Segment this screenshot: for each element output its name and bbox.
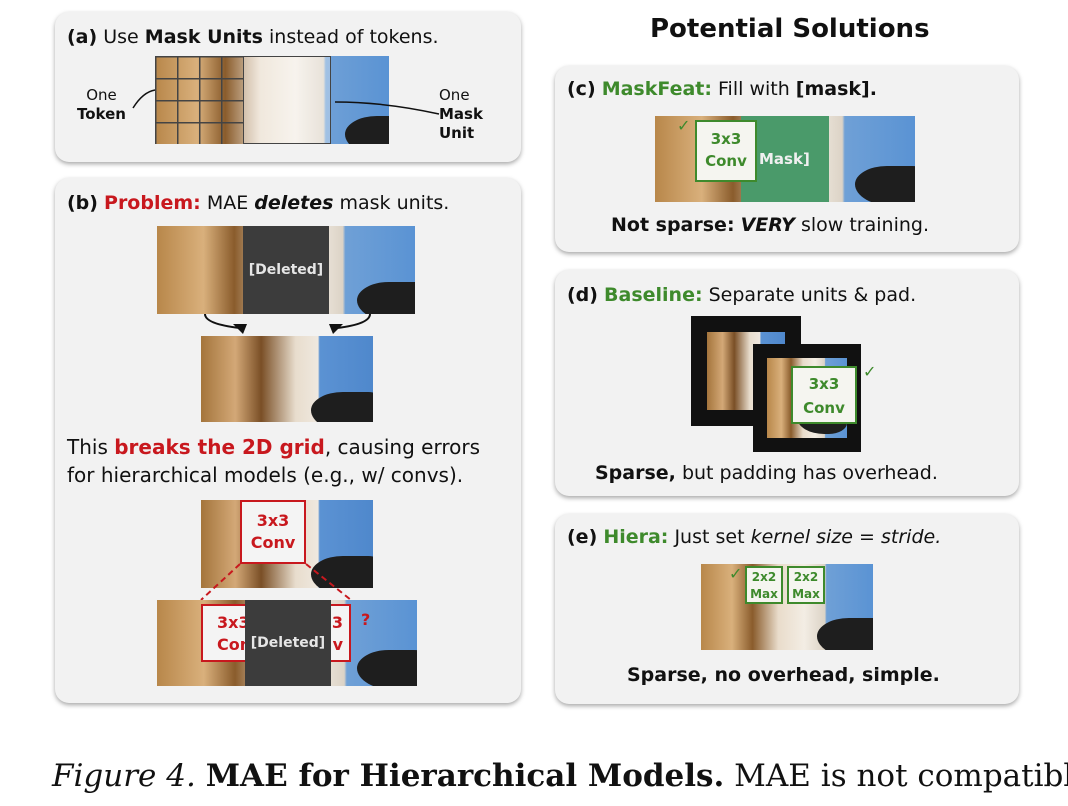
- panel-d-label: (d): [567, 284, 598, 306]
- panel-c: (c) MaskFeat: Fill with [mask]. Mask] 3x…: [555, 66, 1019, 252]
- hiera-label: Hiera:: [603, 526, 669, 548]
- panel-b-top-image: [Deleted]: [157, 226, 415, 314]
- panel-c-text-pre: Fill with: [718, 78, 790, 100]
- very-text: VERY: [740, 214, 795, 236]
- partial-left-2: Con: [217, 635, 252, 654]
- one-label: One: [86, 86, 117, 104]
- token-label: Token: [77, 105, 126, 123]
- partial-right-2: v: [332, 635, 343, 654]
- stride-text: stride.: [881, 526, 942, 548]
- body-line-1: This breaks the 2D grid, causing errors: [67, 433, 480, 461]
- dog-nose: [311, 556, 373, 588]
- panel-a-bold: Mask Units: [144, 26, 263, 48]
- pool-1a: 2x2: [751, 570, 777, 584]
- panel-e-title: (e) Hiera: Just set kernel size = stride…: [567, 526, 941, 548]
- merge-arrows: [204, 313, 371, 334]
- baseline-label: Baseline:: [604, 284, 703, 306]
- conv-label-1: 3x3: [256, 511, 290, 530]
- pool-2b: Max: [792, 587, 820, 601]
- question-mark: ?: [361, 610, 371, 629]
- panel-a-label: (a): [67, 26, 98, 48]
- panel-d: (d) Baseline: Separate units & pad. 3x3 …: [555, 270, 1019, 496]
- problem-label: Problem:: [104, 192, 201, 214]
- potential-solutions-heading: Potential Solutions: [650, 14, 930, 44]
- panel-b-title: (b) Problem: MAE deletes mask units.: [67, 192, 449, 214]
- panel-c-label: (c): [567, 78, 596, 100]
- one-token-label: One Token: [77, 86, 126, 124]
- body-line-2: for hierarchical models (e.g., w/ convs)…: [67, 463, 464, 487]
- breaks-grid-text: breaks the 2D grid: [114, 435, 325, 459]
- figure-caption: Figure 4. MAE for Hierarchical Models. M…: [52, 758, 1068, 794]
- partial-right-1: 3: [331, 613, 343, 632]
- pool-2a: 2x2: [793, 570, 819, 584]
- panel-a-image: [155, 56, 389, 144]
- body-pre: This: [67, 435, 108, 459]
- conv-c-1: 3x3: [710, 130, 742, 148]
- dog-nose: [855, 166, 915, 202]
- mask-label: Mask: [439, 105, 483, 123]
- one-mask-unit-label: One Mask Unit: [439, 86, 483, 143]
- dog-nose: [311, 392, 373, 422]
- token-grid: [155, 56, 243, 144]
- conv-projection-lines: [200, 563, 352, 601]
- conv-box-d: 3x3 Conv: [791, 366, 857, 424]
- caption-rest: MAE is not compatible: [734, 758, 1068, 794]
- panel-d-bottom: Sparse, but padding has overhead.: [595, 462, 938, 484]
- one-label-right: One: [439, 86, 470, 104]
- slow-training-text: slow training.: [800, 214, 929, 236]
- body-line1-post: , causing errors: [324, 435, 480, 459]
- panel-b-merged-image: [201, 336, 373, 422]
- panel-e-bottom: Sparse, no overhead, simple.: [627, 664, 940, 686]
- panel-c-bottom: Not sparse: VERY slow training.: [611, 214, 929, 236]
- check-icon: ✓: [863, 362, 877, 381]
- panel-d-text-post: Separate units & pad.: [708, 284, 917, 306]
- panel-b-body-text: This breaks the 2D grid, causing errors …: [67, 433, 480, 489]
- check-icon: ✓: [729, 564, 743, 583]
- kernel-size-text: kernel size: [750, 526, 853, 548]
- panel-a-text-pre: Use: [103, 26, 139, 48]
- panel-b-label: (b): [67, 192, 98, 214]
- conv-box-c: 3x3 Conv: [695, 120, 757, 182]
- panel-b-text-pre: MAE: [206, 192, 249, 214]
- deleted-block-bottom: [Deleted]: [245, 600, 331, 686]
- panel-d-title: (d) Baseline: Separate units & pad.: [567, 284, 916, 306]
- not-sparse-text: Not sparse:: [611, 214, 735, 236]
- dog-nose: [817, 618, 873, 650]
- panel-e-text-pre: Just set: [674, 526, 745, 548]
- conv-label-2: Conv: [250, 533, 296, 552]
- unit-label: Unit: [439, 124, 475, 142]
- deletes-word: deletes: [254, 192, 334, 214]
- dog-nose: [357, 282, 415, 314]
- partial-left-1: 3x3: [217, 613, 250, 632]
- panel-e: (e) Hiera: Just set kernel size = stride…: [555, 514, 1019, 704]
- maxpool-box-1: 2x2 Max: [745, 566, 783, 604]
- conv-c-2: Conv: [705, 152, 747, 170]
- maskfeat-label: MaskFeat:: [601, 78, 712, 100]
- deleted-block: [Deleted]: [243, 226, 329, 314]
- mask-unit-box: [243, 56, 331, 144]
- caption-bold: MAE for Hierarchical Models.: [205, 758, 725, 794]
- panel-b: (b) Problem: MAE deletes mask units. [De…: [55, 178, 521, 703]
- conv-d-1: 3x3: [808, 375, 840, 393]
- padding-overhead-text: but padding has overhead.: [681, 462, 938, 484]
- dog-nose: [357, 650, 417, 686]
- check-icon: ✓: [677, 116, 691, 135]
- panel-b-text-post: mask units.: [339, 192, 450, 214]
- conv-d-2: Conv: [803, 399, 845, 417]
- pool-1b: Max: [750, 587, 778, 601]
- panel-a-text-post: instead of tokens.: [269, 26, 439, 48]
- equals-sign: =: [859, 526, 875, 548]
- panel-c-title: (c) MaskFeat: Fill with [mask].: [567, 78, 877, 100]
- panel-a: (a) Use Mask Units instead of tokens. On…: [55, 12, 521, 162]
- conv-box: 3x3 Conv: [240, 500, 306, 564]
- maxpool-box-2: 2x2 Max: [787, 566, 825, 604]
- mask-token-text: [mask].: [795, 78, 877, 100]
- figure-number: Figure 4.: [52, 758, 196, 794]
- sparse-text: Sparse,: [595, 462, 676, 484]
- panel-a-title: (a) Use Mask Units instead of tokens.: [67, 26, 439, 48]
- panel-a-leader-lines: [132, 89, 440, 115]
- panel-c-image: Mask]: [655, 116, 915, 202]
- panel-e-label: (e): [567, 526, 598, 548]
